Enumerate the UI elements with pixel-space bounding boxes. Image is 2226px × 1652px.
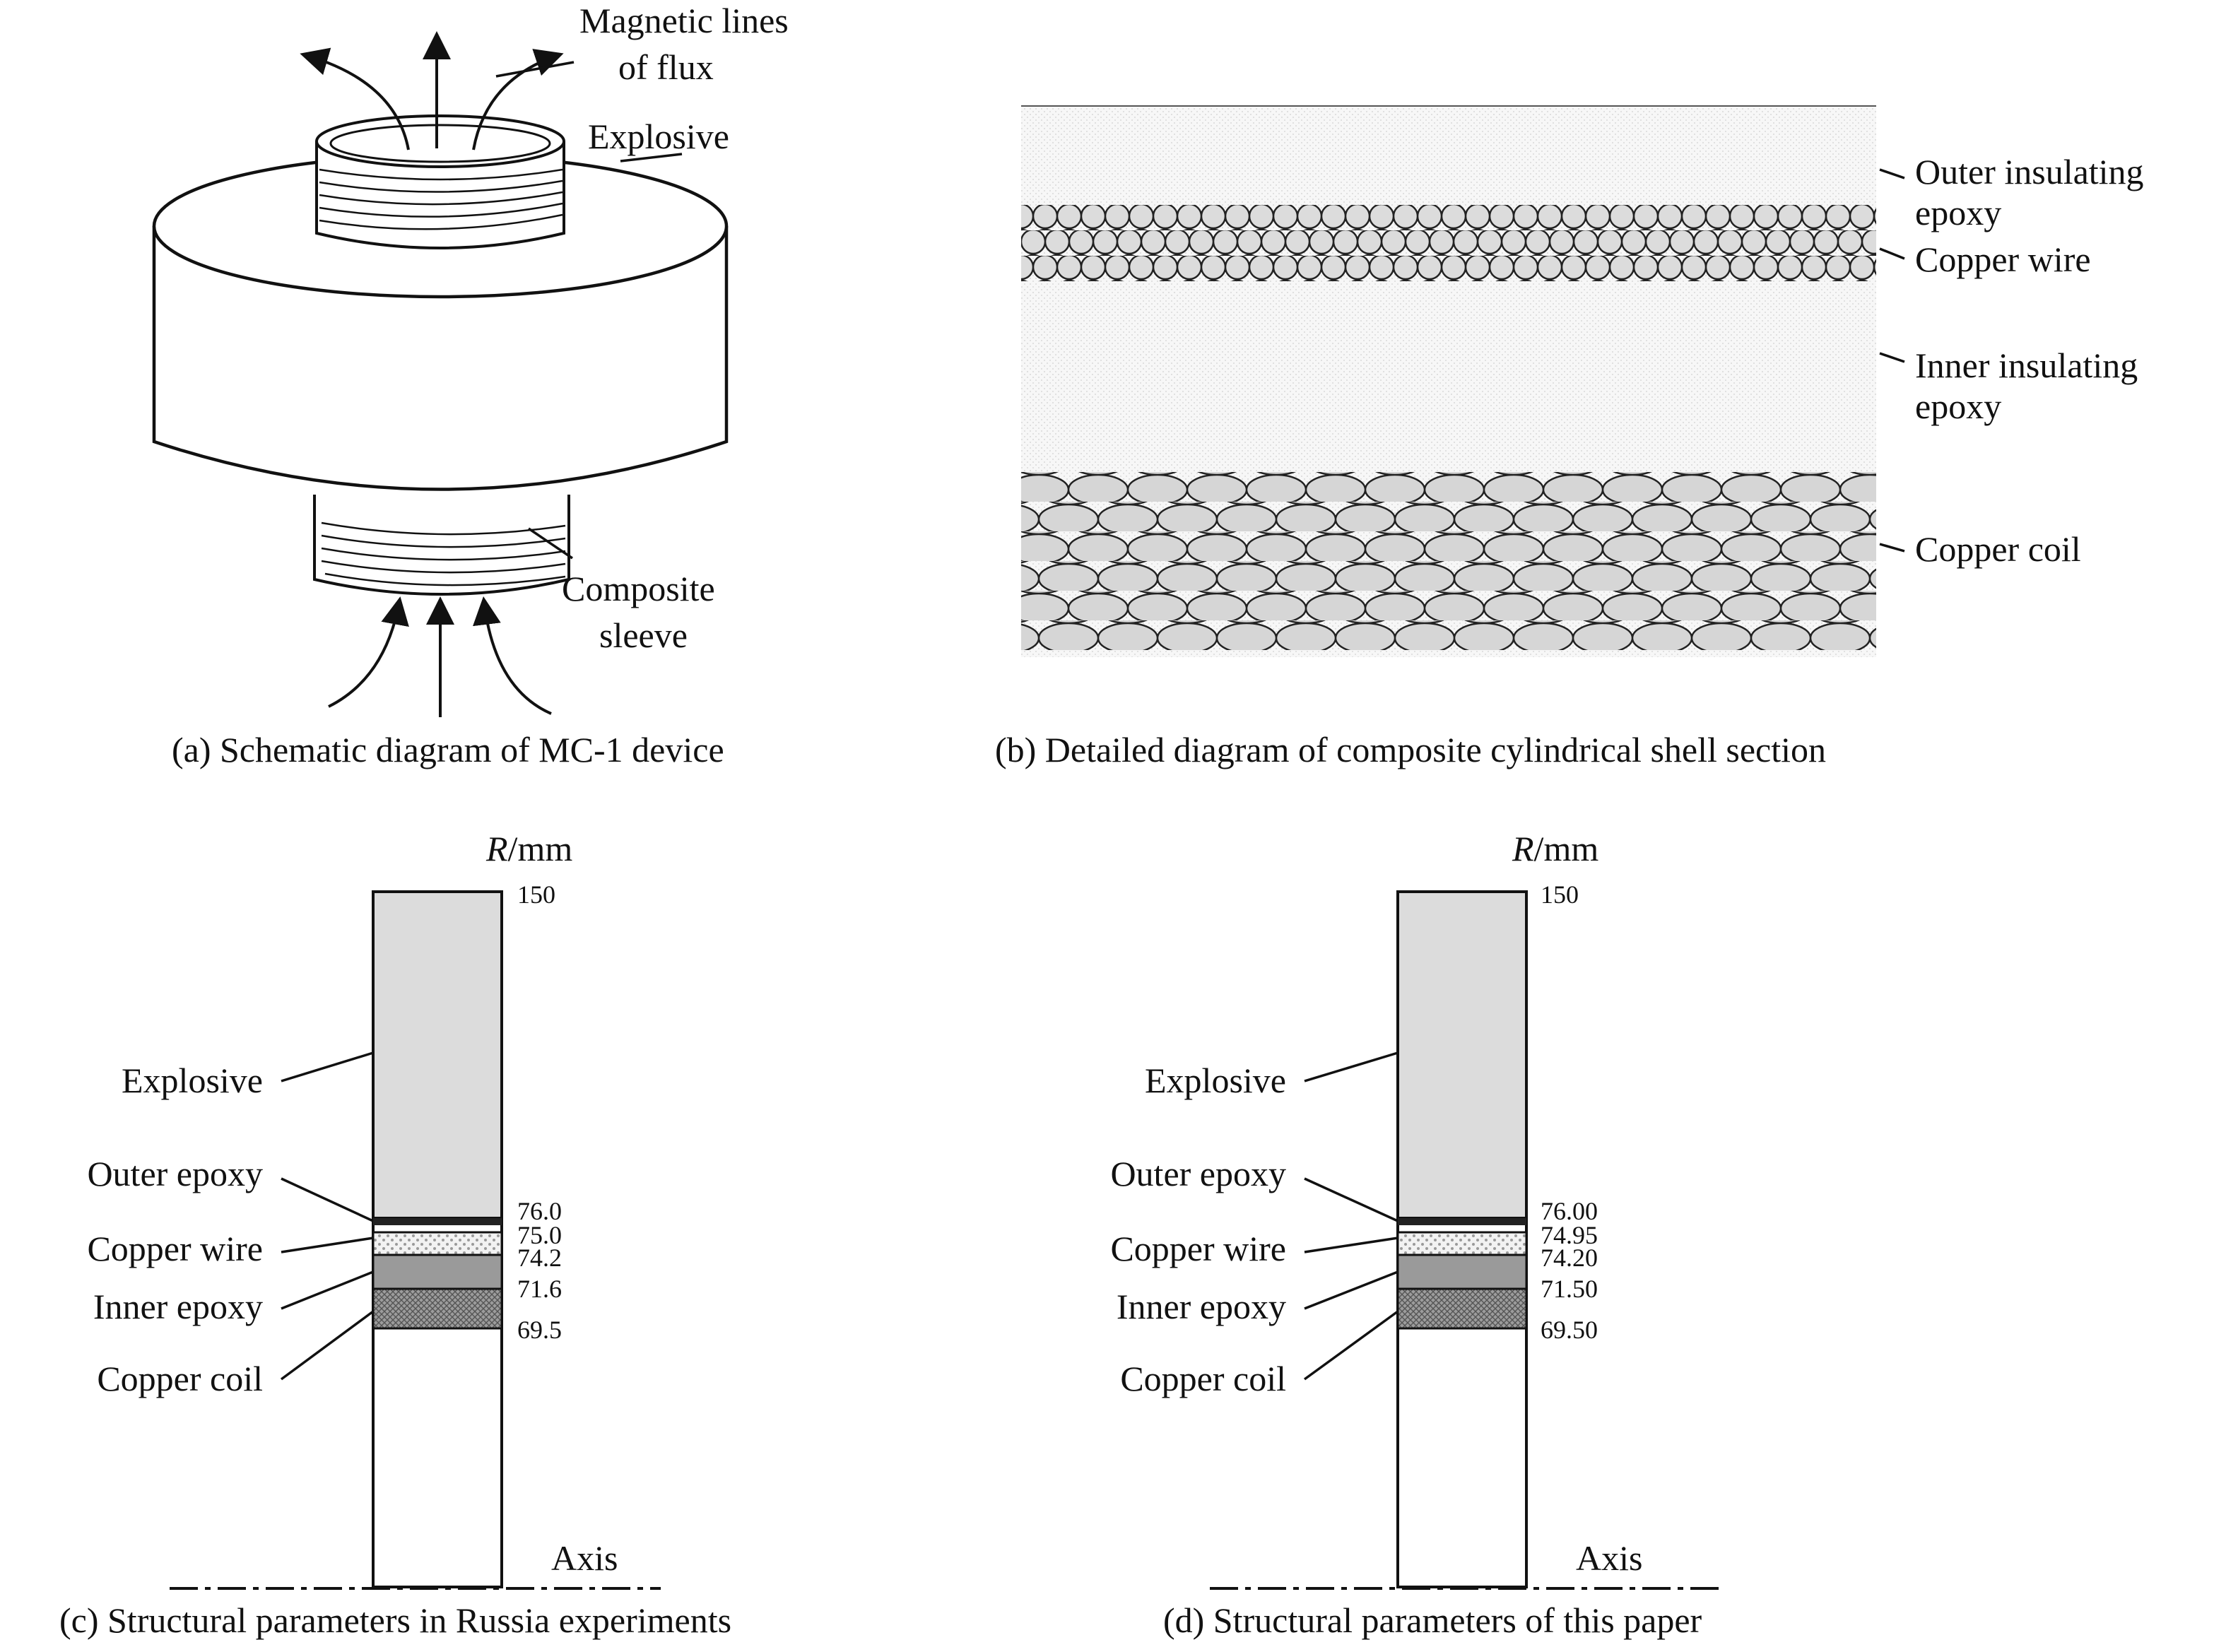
axis-label-d: Axis <box>1576 1538 1642 1578</box>
leaders-c <box>280 1051 375 1381</box>
copper-coil-label-c: Copper coil <box>97 1359 263 1398</box>
panel-b-leaders <box>1879 168 1905 553</box>
caption-b: (b) Detailed diagram of composite cylind… <box>995 730 1826 769</box>
panel-a: Magnetic lines of flux Explosive Composi… <box>152 1 789 769</box>
radius-tick-d: 76.00 <box>1541 1197 1598 1225</box>
copper-coil-layer-d <box>1396 1287 1528 1330</box>
flux-arrows-bottom <box>328 596 552 717</box>
radius-tick-c: 69.5 <box>517 1316 562 1344</box>
panel-b: Outer insulating epoxy Copper wire Inner… <box>995 99 2144 769</box>
radius-tick-c: 150 <box>517 880 555 909</box>
panel-d: R/mm Axis Explosive Outer epoxy Copper w… <box>1110 829 1724 1640</box>
axis-var-c: R <box>485 829 508 868</box>
inner-insulating-label-line1: Inner insulating <box>1915 346 2138 385</box>
outer-epoxy-layer-d <box>1398 1218 1526 1225</box>
copper-wire-label: Copper wire <box>1915 240 2091 279</box>
inner-epoxy-layer-c <box>372 1253 503 1290</box>
copper-wire-layer-d <box>1396 1231 1528 1256</box>
outer-epoxy-label-d: Outer epoxy <box>1110 1154 1286 1193</box>
axis-unit-c: /mm <box>508 829 573 868</box>
radius-tick-d: 69.50 <box>1541 1316 1598 1344</box>
flux-arrows-top <box>300 31 564 151</box>
radius-tick-c: 71.6 <box>517 1275 562 1303</box>
flux-label-line2: of flux <box>618 47 714 87</box>
copper-coil-label: Copper coil <box>1915 529 2081 569</box>
inner-epoxy-label-d: Inner epoxy <box>1117 1287 1286 1326</box>
outer-epoxy-layer-c <box>373 1218 502 1225</box>
explosive-label-d: Explosive <box>1145 1061 1286 1100</box>
axis-var-d: R <box>1512 829 1534 868</box>
inner-epoxy-layer-d <box>1396 1253 1528 1290</box>
radius-tick-c: 75.0 <box>517 1221 562 1249</box>
explosive-layer-c <box>372 890 503 1220</box>
leaders-d <box>1303 1051 1399 1381</box>
inner-epoxy-label-c: Inner epoxy <box>93 1287 263 1326</box>
copper-wire-label-d: Copper wire <box>1110 1229 1286 1268</box>
outer-insulating-label-line2: epoxy <box>1915 193 2001 232</box>
panel-a-leaders <box>495 61 683 560</box>
caption-a: (a) Schematic diagram of MC-1 device <box>172 730 724 769</box>
radius-tick-d: 71.50 <box>1541 1275 1598 1303</box>
copper-coil-layer <box>1021 472 1876 650</box>
radius-tick-c: 76.0 <box>517 1197 562 1225</box>
radius-tick-d: 150 <box>1541 880 1579 909</box>
explosive-layer-d <box>1396 890 1528 1220</box>
caption-c: (c) Structural parameters in Russia expe… <box>59 1600 731 1640</box>
axis-title-d: R/mm <box>1512 829 1598 868</box>
sleeve-label-line1: Composite <box>562 569 715 608</box>
copper-wire-label-c: Copper wire <box>87 1229 263 1268</box>
inner-insulating-label-line2: epoxy <box>1915 387 2001 426</box>
caption-d: (d) Structural parameters of this paper <box>1163 1600 1702 1640</box>
panel-c: R/mm Axis Explosive Outer epoxy Copper w… <box>59 829 731 1640</box>
lower-sleeve <box>313 495 570 596</box>
copper-coil-label-d: Copper coil <box>1120 1359 1286 1398</box>
copper-wire-layer-c <box>372 1231 503 1256</box>
axis-unit-d: /mm <box>1534 829 1599 868</box>
axis-title-c: R/mm <box>485 829 572 868</box>
explosive-label: Explosive <box>588 117 729 156</box>
axis-label-c: Axis <box>551 1538 618 1578</box>
copper-wire-layer <box>1021 205 1876 281</box>
radius-tick-d: 74.20 <box>1541 1244 1598 1272</box>
outer-epoxy-label-c: Outer epoxy <box>87 1154 263 1193</box>
radius-tick-c: 74.2 <box>517 1244 562 1272</box>
explosive-label-c: Explosive <box>122 1061 263 1100</box>
sleeve-label-line2: sleeve <box>599 615 688 655</box>
upper-sleeve <box>315 114 565 249</box>
flux-label-line1: Magnetic lines <box>579 1 789 40</box>
copper-coil-layer-c <box>372 1287 503 1330</box>
outer-insulating-label-line1: Outer insulating <box>1915 152 2144 191</box>
radius-tick-d: 74.95 <box>1541 1221 1598 1249</box>
